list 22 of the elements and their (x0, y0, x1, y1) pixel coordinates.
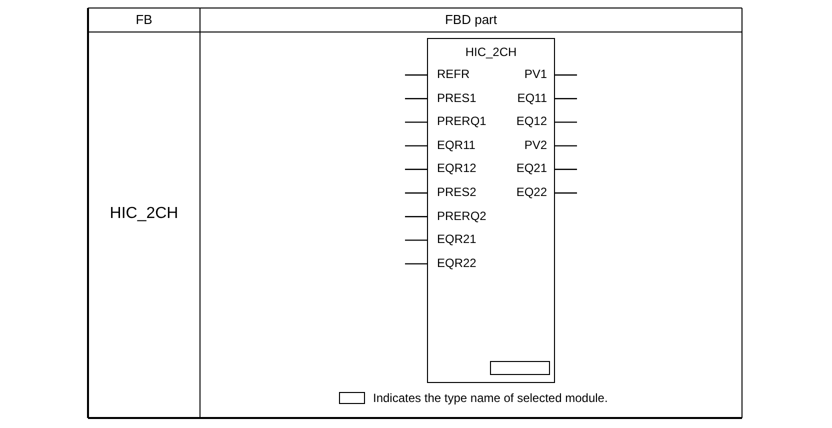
input-pin-label: PRERQ2 (437, 208, 486, 224)
output-pin-label: EQ11 (517, 90, 547, 106)
output-pin-label: EQ12 (516, 114, 547, 130)
type-name-field (490, 361, 550, 375)
input-pin-label: EQR12 (437, 161, 476, 176)
function-block (427, 38, 555, 383)
output-pin-label: EQ21 (516, 161, 547, 176)
fb-name: HIC_2CH (108, 205, 180, 223)
input-pin-label: PRES2 (437, 185, 476, 200)
output-pin-label: PV1 (524, 67, 547, 82)
output-pin-label: EQ22 (516, 185, 547, 200)
input-pin-label: PRERQ1 (437, 114, 486, 130)
legend-text: Indicates the type name of selected module. (373, 391, 608, 406)
block-title: HIC_2CH (464, 45, 518, 60)
column-header: FBD part (444, 12, 498, 27)
input-pin-label: EQR22 (437, 256, 476, 271)
input-pin-label: PRES1 (437, 90, 476, 106)
input-pin-label: EQR11 (437, 138, 476, 153)
column-header: FB (134, 12, 154, 27)
input-pin-label: REFR (437, 67, 470, 82)
output-pin-label: PV2 (524, 138, 547, 153)
input-pin-label: EQR21 (437, 232, 476, 248)
